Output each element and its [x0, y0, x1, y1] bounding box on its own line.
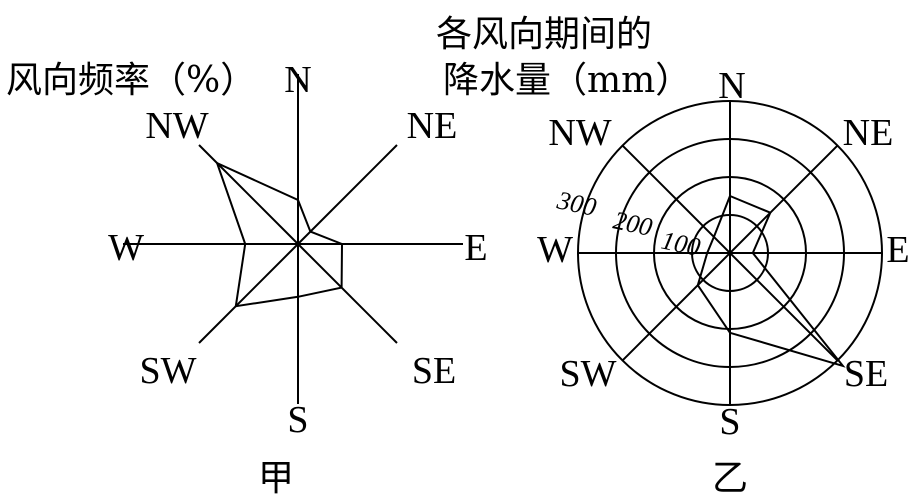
chart-b-axis-se-nw: [621, 144, 839, 362]
chart-a-label-sw: SW: [140, 350, 197, 392]
chart-b-title-line2: 降水量（mm）: [443, 60, 691, 101]
chart-b-direction-labels: N NE E SE S SW W NW: [537, 65, 910, 443]
chart-b-caption: 乙: [712, 458, 748, 499]
chart-a-frequency-polygon: [215, 161, 344, 308]
chart-b-title-line1: 各风向期间的: [436, 14, 652, 55]
chart-b-label-ne: NE: [843, 112, 894, 154]
chart-a-label-se: SE: [412, 350, 456, 392]
chart-a-direction-labels: N NE E SE S SW W NW: [108, 59, 488, 441]
chart-a-axes: [123, 74, 463, 404]
chart-a-axis-ne: [297, 144, 398, 245]
chart-a-label-s: S: [287, 399, 308, 441]
chart-a-axis-nw: [198, 144, 299, 245]
chart-b-axes: [578, 101, 882, 405]
chart-b-label-w: W: [537, 229, 573, 271]
chart-b-label-sw: SW: [560, 353, 617, 395]
chart-a-caption: 甲: [258, 458, 294, 499]
chart-b-label-e: E: [886, 229, 909, 271]
chart-a-label-w: W: [108, 227, 144, 269]
chart-a-title: 风向频率（%）: [6, 60, 256, 101]
chart-b-label-se: SE: [844, 353, 888, 395]
chart-a-label-n: N: [284, 59, 311, 101]
chart-wind-frequency: 风向频率（%） N NE E SE S SW W NW 甲: [6, 59, 488, 499]
chart-b-label-nw: NW: [548, 112, 611, 154]
chart-b-precipitation-polygon: [696, 194, 846, 368]
chart-a-label-nw: NW: [145, 105, 208, 147]
chart-b-label-s: S: [719, 401, 740, 443]
chart-b-label-n: N: [718, 65, 745, 107]
chart-a-label-e: E: [464, 227, 487, 269]
chart-a-axis-sw: [198, 243, 299, 344]
chart-a-axis-se: [297, 243, 398, 344]
chart-a-label-ne: NE: [407, 105, 458, 147]
chart-b-ring-label-100: 100: [659, 226, 703, 262]
